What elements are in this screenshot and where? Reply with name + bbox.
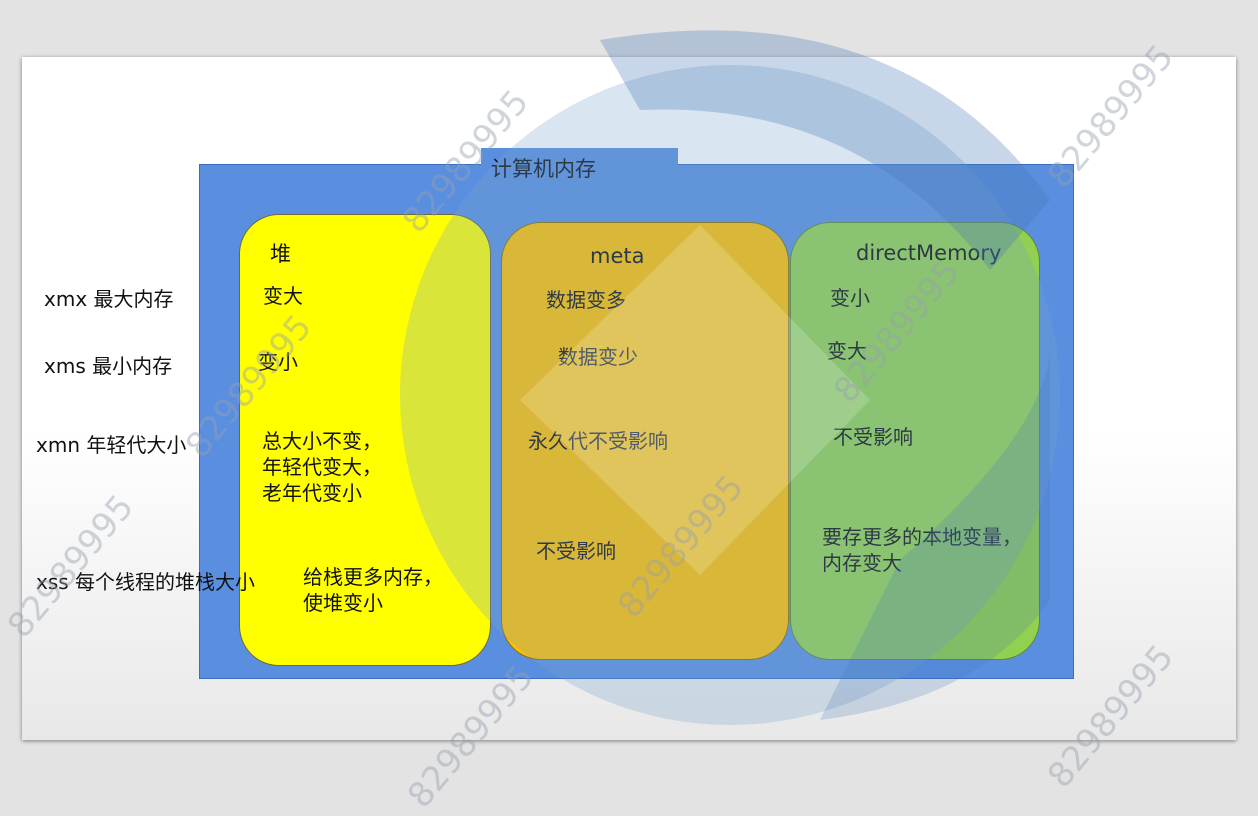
direct-cell-xms: 变大 [827,339,867,363]
meta-cell-xmn: 永久代不受影响 [528,429,668,453]
direct-memory-column [790,222,1040,660]
frame-title-tab [481,148,678,168]
direct-memory-header: directMemory [856,241,1002,265]
row-label-xmx: xmx 最大内存 [44,287,174,311]
heap-cell-xms: 变小 [258,350,298,374]
row-label-xss: xss 每个线程的堆栈大小 [36,570,256,594]
heap-cell-xss: 给栈更多内存， 使堆变小 [303,565,443,615]
direct-cell-xmn: 不受影响 [833,425,913,449]
meta-header: meta [590,244,645,268]
meta-cell-xms: 数据变少 [558,345,638,369]
meta-cell-xmx: 数据变多 [546,288,626,312]
row-label-xmn: xmn 年轻代大小 [36,433,187,457]
row-label-xms: xms 最小内存 [44,354,173,378]
frame-title: 计算机内存 [491,157,596,181]
heap-cell-xmn: 总大小不变， 年轻代变大， 老年代变小 [262,429,382,505]
meta-column [501,222,789,660]
direct-cell-xss: 要存更多的本地变量， 内存变大 [822,525,1022,575]
direct-cell-xmx: 变小 [830,286,870,310]
heap-column [239,214,491,666]
heap-header: 堆 [270,242,291,266]
heap-cell-xmx: 变大 [263,284,303,308]
meta-cell-xss: 不受影响 [536,539,616,563]
